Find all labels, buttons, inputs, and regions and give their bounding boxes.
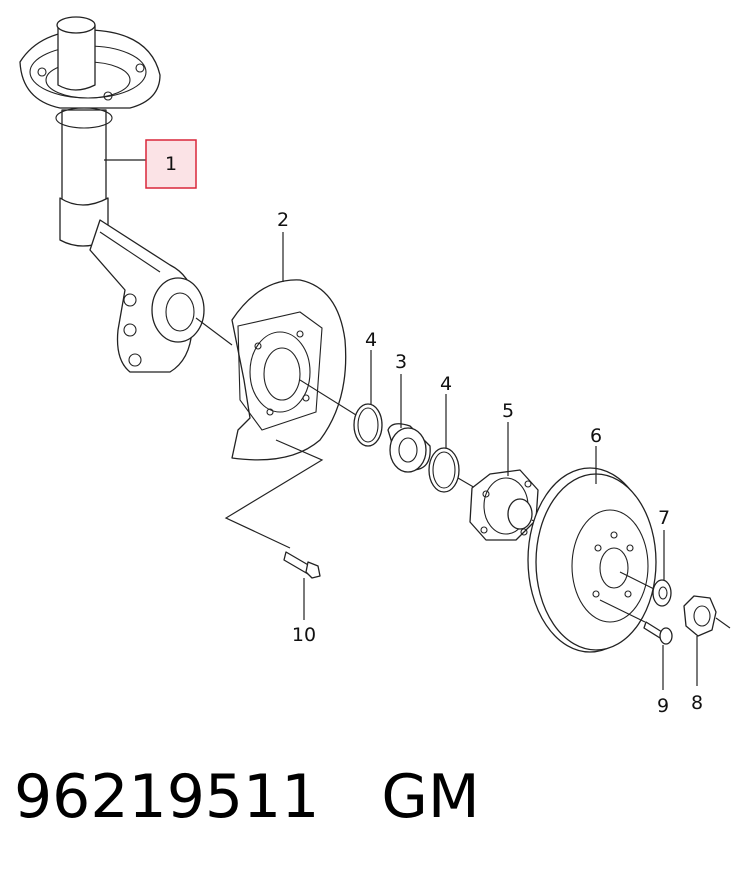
callout-10[interactable]: 10 [292,624,316,646]
part-footer: 96219511 GM [14,762,734,842]
callout-6[interactable]: 6 [590,425,602,447]
brake-disc [527,467,657,653]
exploded-parts-diagram: 1 2 3 4 4 5 6 7 8 9 10 [19,16,731,717]
snap-ring-outer [428,447,460,493]
shield-bolt [283,551,321,579]
callout-3[interactable]: 3 [395,351,407,373]
wheel-hub [469,469,539,541]
snap-ring-inner [353,403,383,447]
part-number: 96219511 [14,762,320,832]
washer [652,579,672,607]
callout-4-inner[interactable]: 4 [365,329,377,351]
callout-2[interactable]: 2 [277,209,289,231]
leader-lines [104,159,698,690]
dust-shield [231,279,347,461]
callout-8[interactable]: 8 [691,692,703,714]
wheel-bearing [387,423,431,473]
callout-4-outer[interactable]: 4 [440,373,452,395]
callout-7[interactable]: 7 [658,507,670,529]
selected-part-highlight [145,139,197,189]
strut-assembly [19,16,205,373]
disc-screw [643,621,673,645]
callout-5[interactable]: 5 [502,400,514,422]
brand-name: GM [381,762,480,832]
callout-9[interactable]: 9 [657,695,669,717]
callout-1[interactable]: 1 [165,153,177,175]
hub-nut [683,595,717,637]
